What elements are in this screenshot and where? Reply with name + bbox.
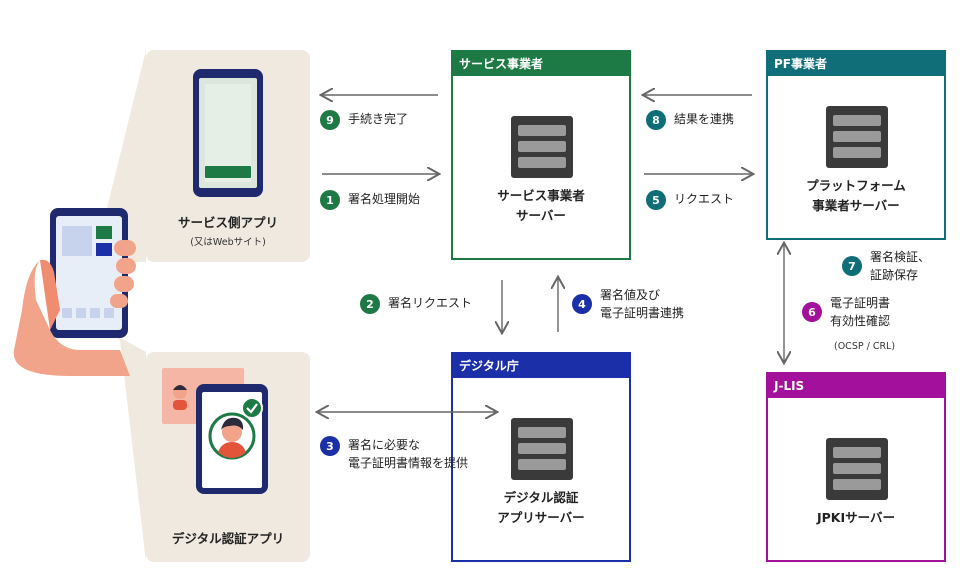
step-5-label: 5 リクエスト <box>646 190 734 210</box>
service-provider-box: サービス事業者 サービス事業者 サーバー <box>451 50 631 260</box>
step-4-label: 4 署名値及び 電子証明書連携 <box>572 286 684 322</box>
step-7-badge: 7 <box>842 256 862 276</box>
step-1-badge: 1 <box>320 190 340 210</box>
service-app-label: サービス側アプリ <box>177 215 278 230</box>
digital-agency-header: デジタル庁 <box>453 354 629 378</box>
step-2-badge: 2 <box>360 294 380 314</box>
pf-provider-server-icon <box>826 106 888 168</box>
step-6-label: 6 電子証明書 有効性確認 <box>802 294 890 330</box>
digital-agency-server-label: デジタル認証 アプリサーバー <box>497 490 585 525</box>
pf-provider-box: PF事業者 プラットフォーム 事業者サーバー <box>766 50 946 240</box>
step-3-text: 署名に必要な 電子証明書情報を提供 <box>348 438 469 470</box>
step-1-text: 署名処理開始 <box>348 192 421 206</box>
jlis-box: J-LIS JPKIサーバー <box>766 372 946 562</box>
service-provider-header: サービス事業者 <box>453 52 629 76</box>
step-5-text: リクエスト <box>674 192 735 206</box>
step-3-label: 3 署名に必要な 電子証明書情報を提供 <box>320 436 468 472</box>
digital-agency-box: デジタル庁 デジタル認証 アプリサーバー <box>451 352 631 562</box>
step-9-badge: 9 <box>320 110 340 130</box>
step-8-label: 8 結果を連携 <box>646 110 734 130</box>
pf-provider-server-label: プラットフォーム 事業者サーバー <box>806 178 906 213</box>
service-app-sublabel: (又はWebサイト) <box>190 237 266 248</box>
pf-provider-header: PF事業者 <box>768 52 944 76</box>
digital-auth-app-label: デジタル認証アプリ <box>171 531 285 546</box>
step-4-badge: 4 <box>572 294 592 314</box>
step-7-label: 7 署名検証、 証跡保存 <box>842 248 930 284</box>
service-provider-server-icon <box>511 116 573 178</box>
jlis-header: J-LIS <box>768 374 944 398</box>
digital-auth-app-illustration <box>162 368 268 494</box>
service-app-phone-illustration <box>193 69 263 197</box>
step-3-badge: 3 <box>320 436 340 456</box>
step-2-text: 署名リクエスト <box>388 296 473 310</box>
jlis-server-icon <box>826 438 888 500</box>
step-8-text: 結果を連携 <box>674 112 735 126</box>
step-5-badge: 5 <box>646 190 666 210</box>
step-7-text: 署名検証、 証跡保存 <box>870 250 931 282</box>
step-6-text: 電子証明書 有効性確認 <box>830 296 891 328</box>
step-6-badge: 6 <box>802 302 822 322</box>
step-6-note: (OCSP / CRL) <box>834 341 896 352</box>
step-9-text: 手続き完了 <box>348 112 409 126</box>
jlis-server-label: JPKIサーバー <box>816 510 896 525</box>
digital-agency-server-icon <box>511 418 573 480</box>
step-9-label: 9 手続き完了 <box>320 110 408 130</box>
step-8-badge: 8 <box>646 110 666 130</box>
step-2-label: 2 署名リクエスト <box>360 294 472 314</box>
step-4-text: 署名値及び 電子証明書連携 <box>600 288 685 320</box>
hand-with-phone-illustration <box>13 208 136 376</box>
service-provider-server-label: サービス事業者 サーバー <box>497 188 585 223</box>
step-1-label: 1 署名処理開始 <box>320 190 420 210</box>
